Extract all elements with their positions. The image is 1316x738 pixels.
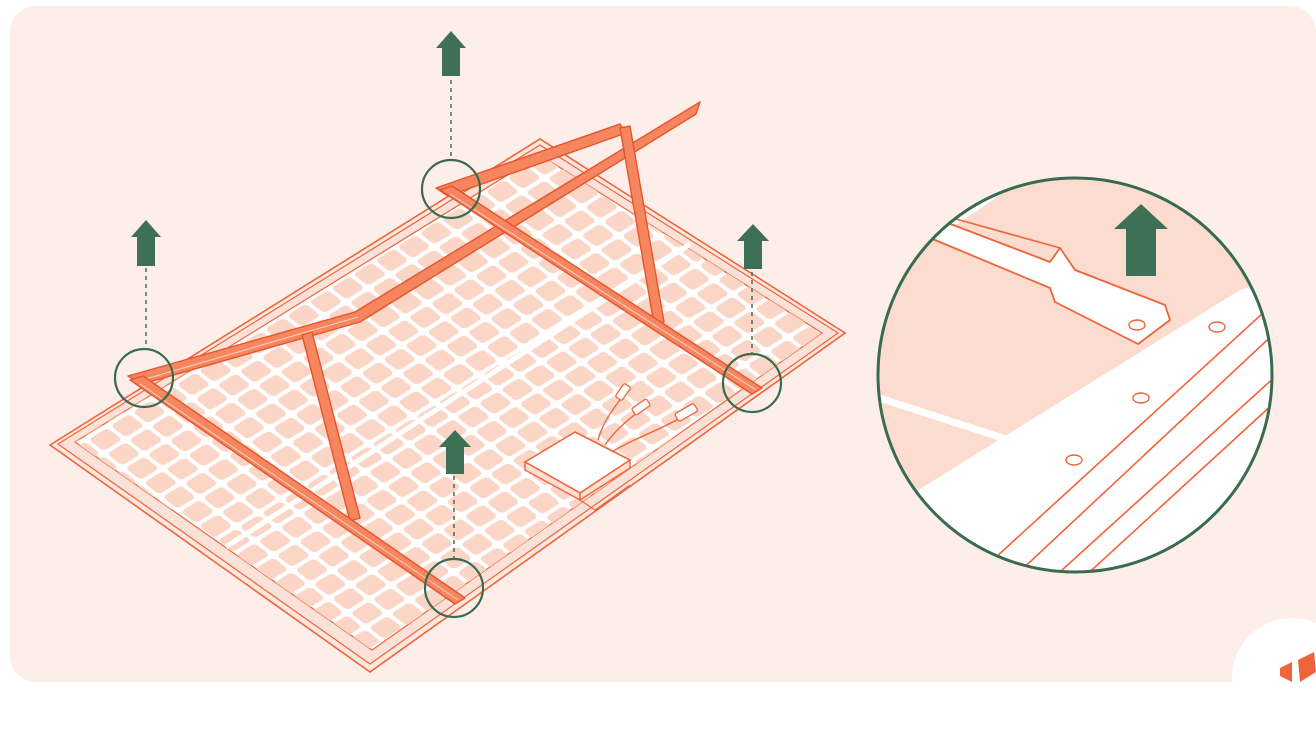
arrow-up-icon: [131, 220, 161, 266]
arrow-up-icon: [436, 31, 466, 76]
arrow-up-icon: [737, 224, 769, 269]
zoom-detail: [870, 150, 1310, 590]
mounting-illustration: [0, 0, 1316, 685]
brand-logo-icon: [1278, 652, 1316, 685]
